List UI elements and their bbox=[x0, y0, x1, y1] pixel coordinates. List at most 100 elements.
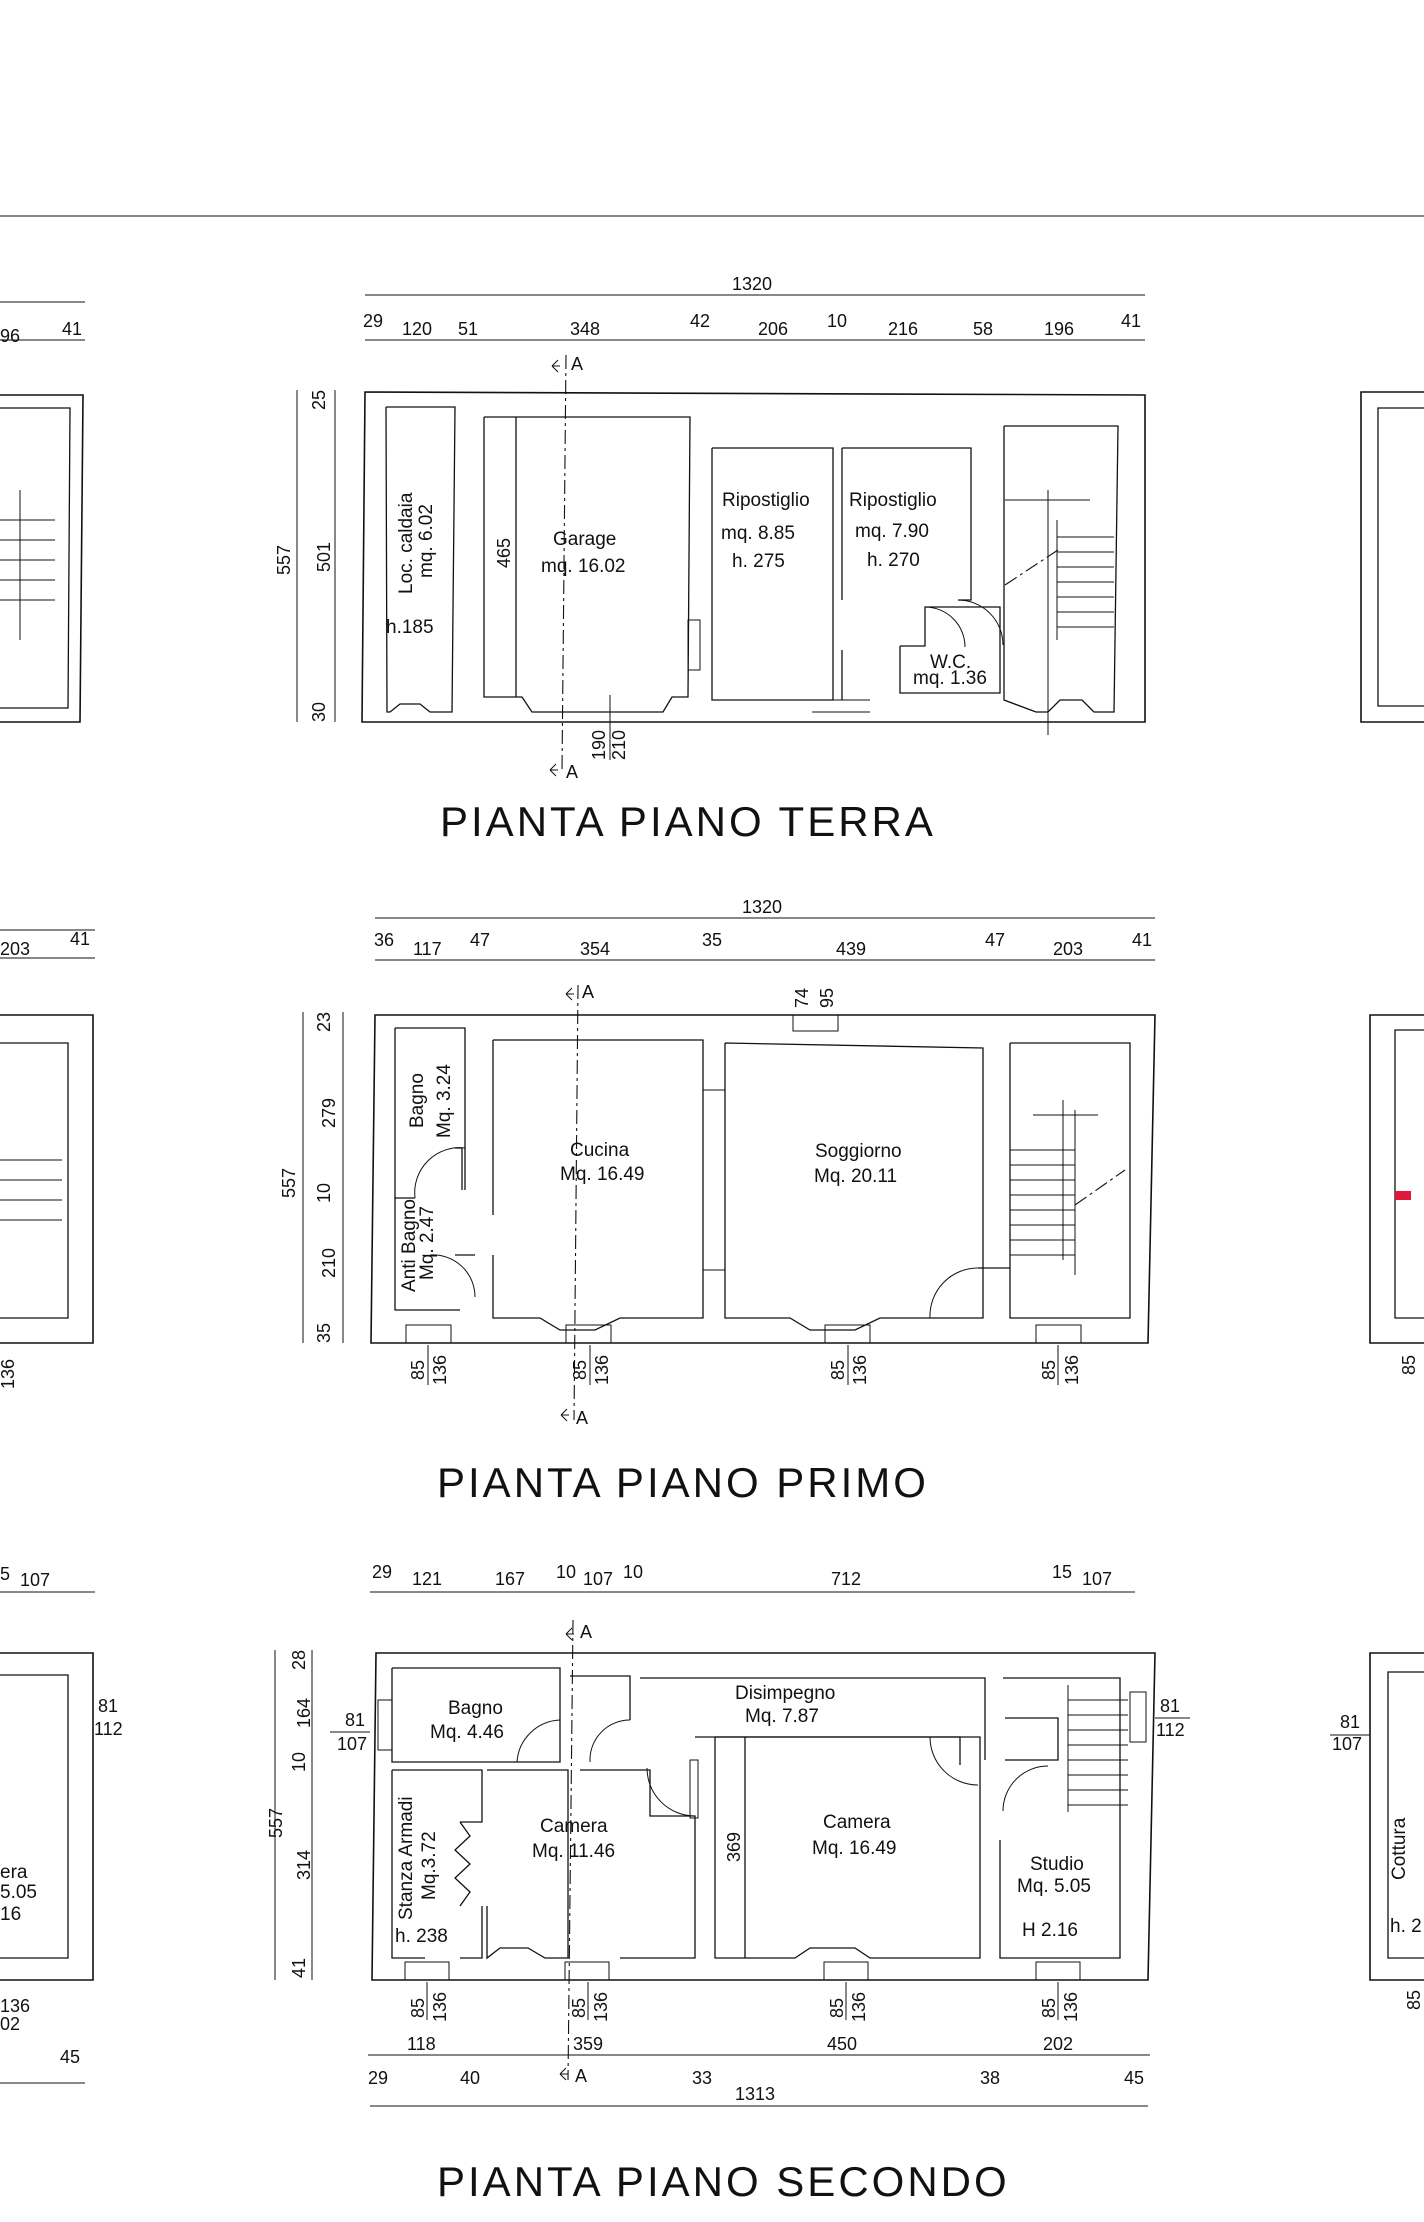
secondo-dim-top-0: 29 bbox=[372, 1562, 392, 1582]
secondo-dim-top-5: 10 bbox=[623, 1562, 643, 1582]
primo-soggiorno-name: Soggiorno bbox=[815, 1141, 902, 1162]
secondo-dim-left-10: 10 bbox=[289, 1752, 309, 1772]
secondo-disimpegno-area: Mq. 7.87 bbox=[745, 1706, 819, 1727]
primo-dim-top-0: 36 bbox=[374, 930, 394, 950]
primo-win2-85: 85 bbox=[570, 1360, 590, 1380]
secondo-bagno-area: Mq. 4.46 bbox=[430, 1722, 504, 1743]
secondo-dim-top-2: 167 bbox=[495, 1569, 525, 1589]
terra-caldaia-h: h.185 bbox=[386, 617, 434, 638]
primo-dim-top-8: 41 bbox=[1132, 930, 1152, 950]
terra-dim-top-9: 196 bbox=[1044, 319, 1074, 339]
terra-dim-465: 465 bbox=[494, 538, 514, 568]
terra-wc-name: W.C. bbox=[930, 652, 971, 673]
secondo-win2-136: 136 bbox=[591, 1992, 611, 2022]
terra-rip1-name: Ripostiglio bbox=[722, 490, 810, 511]
terra-dim-top-4: 42 bbox=[690, 311, 710, 331]
terra-dim-top-0: 29 bbox=[363, 311, 383, 331]
primo-win4-85: 85 bbox=[1039, 1360, 1059, 1380]
terra-wc-area: mq. 1.36 bbox=[913, 668, 987, 689]
secondo-window-dims: 85 136 85 136 85 136 85 136 bbox=[408, 1982, 1081, 2022]
secondo-dim-369: 369 bbox=[724, 1832, 744, 1862]
left-secondo-dim-107: 107 bbox=[20, 1570, 50, 1590]
secondo-win3-136: 136 bbox=[849, 1992, 869, 2022]
left-secondo-side-81: 81 bbox=[98, 1696, 118, 1716]
plan-terra: 1320 29 120 51 348 42 206 10 216 58 196 … bbox=[274, 274, 1146, 845]
primo-window-top-95: 95 bbox=[817, 988, 837, 1008]
left-secondo-room-area: 5.05 bbox=[0, 1882, 37, 1903]
terra-caldaia-area: mq. 6.02 bbox=[416, 504, 437, 578]
secondo-side-left-81: 81 bbox=[345, 1710, 365, 1730]
terra-caldaia-name: Loc. caldaia bbox=[396, 492, 417, 594]
primo-title: PIANTA PIANO PRIMO bbox=[437, 1459, 929, 1506]
secondo-camera1-name: Camera bbox=[540, 1816, 608, 1837]
secondo-disimpegno-name: Disimpegno bbox=[735, 1683, 835, 1704]
left-primo-dim-136: 136 bbox=[0, 1359, 18, 1389]
secondo-total-bottom: 1313 bbox=[735, 2084, 775, 2104]
right-partial-primo: 85 bbox=[1369, 1014, 1424, 1375]
terra-dim-top-3: 348 bbox=[570, 319, 600, 339]
primo-dim-left-557: 557 bbox=[279, 1168, 299, 1198]
secondo-dim-top-8: 107 bbox=[1082, 1569, 1112, 1589]
secondo-win1-136: 136 bbox=[430, 1992, 450, 2022]
left-primo-dim-41: 41 bbox=[70, 929, 90, 949]
terra-rip2-area: mq. 7.90 bbox=[855, 521, 929, 542]
secondo-bottom-45: 45 bbox=[1124, 2068, 1144, 2088]
left-secondo-bottom-45: 45 bbox=[60, 2047, 80, 2067]
terra-stair bbox=[1004, 490, 1114, 735]
terra-dim-top-5: 206 bbox=[758, 319, 788, 339]
primo-dim-left-23: 23 bbox=[314, 1012, 334, 1032]
terra-rip2-name: Ripostiglio bbox=[849, 490, 937, 511]
left-primo-dim-203: 203 bbox=[0, 939, 30, 959]
primo-cucina-area: Mq. 16.49 bbox=[560, 1164, 645, 1185]
secondo-bottom-33: 33 bbox=[692, 2068, 712, 2088]
primo-dim-left-10: 10 bbox=[314, 1183, 334, 1203]
secondo-bottom-29: 29 bbox=[368, 2068, 388, 2088]
terra-section-a-top: A bbox=[571, 354, 583, 374]
right-secondo-room-h: h. 2 bbox=[1390, 1916, 1422, 1937]
secondo-bottom-40: 40 bbox=[460, 2068, 480, 2088]
terra-dim-left-25: 25 bbox=[309, 390, 329, 410]
secondo-bagno-name: Bagno bbox=[448, 1698, 503, 1719]
secondo-studio-area: Mq. 5.05 bbox=[1017, 1876, 1091, 1897]
secondo-dim-left-41: 41 bbox=[289, 1958, 309, 1978]
primo-dim-left-210: 210 bbox=[319, 1248, 339, 1278]
primo-antibagno-name: Anti Bagno bbox=[399, 1199, 420, 1292]
primo-dim-left-35: 35 bbox=[314, 1323, 334, 1343]
terra-rip2-h: h. 270 bbox=[867, 550, 920, 571]
terra-dim-210: 210 bbox=[609, 730, 629, 760]
terra-dim-left-557: 557 bbox=[274, 545, 294, 575]
right-partial-secondo: 81 107 Cottura h. 2 85 bbox=[1330, 1652, 1424, 2010]
primo-bagno-name: Bagno bbox=[407, 1073, 428, 1128]
secondo-dim-top-4: 107 bbox=[583, 1569, 613, 1589]
secondo-bottom-450: 450 bbox=[827, 2034, 857, 2054]
secondo-dim-left-557: 557 bbox=[266, 1808, 286, 1838]
primo-window-dims: 85 136 85 136 85 136 85 136 bbox=[408, 1345, 1082, 1385]
primo-win1-85: 85 bbox=[408, 1360, 428, 1380]
secondo-bottom-118: 118 bbox=[407, 2034, 436, 2054]
secondo-dim-top-1: 121 bbox=[412, 1569, 442, 1589]
secondo-dim-top-7: 15 bbox=[1052, 1562, 1072, 1582]
left-partial-secondo: 5 107 81 112 era 5.05 16 136 02 45 bbox=[0, 1564, 123, 2084]
secondo-camera2-area: Mq. 16.49 bbox=[812, 1838, 897, 1859]
secondo-win4-85: 85 bbox=[1039, 1998, 1059, 2018]
terra-total-width: 1320 bbox=[732, 274, 772, 294]
primo-win2-136: 136 bbox=[592, 1355, 612, 1385]
right-secondo-dim-85: 85 bbox=[1404, 1990, 1424, 2010]
left-secondo-room-h: 16 bbox=[0, 1904, 21, 1925]
primo-dim-top-3: 354 bbox=[580, 939, 610, 959]
left-secondo-dim-5: 5 bbox=[0, 1564, 10, 1584]
secondo-side-right-81: 81 bbox=[1160, 1696, 1180, 1716]
primo-bagno-area: Mq. 3.24 bbox=[434, 1064, 455, 1138]
secondo-studio-name: Studio bbox=[1030, 1854, 1084, 1875]
secondo-stair bbox=[1067, 1685, 1128, 1812]
secondo-bottom-202: 202 bbox=[1043, 2034, 1073, 2054]
secondo-dim-left-164: 164 bbox=[294, 1698, 314, 1728]
secondo-side-right-112: 112 bbox=[1156, 1720, 1185, 1740]
right-secondo-side-107: 107 bbox=[1332, 1734, 1362, 1754]
terra-rip1-area: mq. 8.85 bbox=[721, 523, 795, 544]
plan-primo: 1320 36 117 47 354 35 439 47 203 41 557 … bbox=[279, 897, 1156, 1506]
secondo-section-a-top: A bbox=[580, 1622, 592, 1642]
left-partial-primo: 203 41 136 bbox=[0, 929, 95, 1389]
left-secondo-bottom-136: 136 bbox=[0, 1996, 30, 2016]
